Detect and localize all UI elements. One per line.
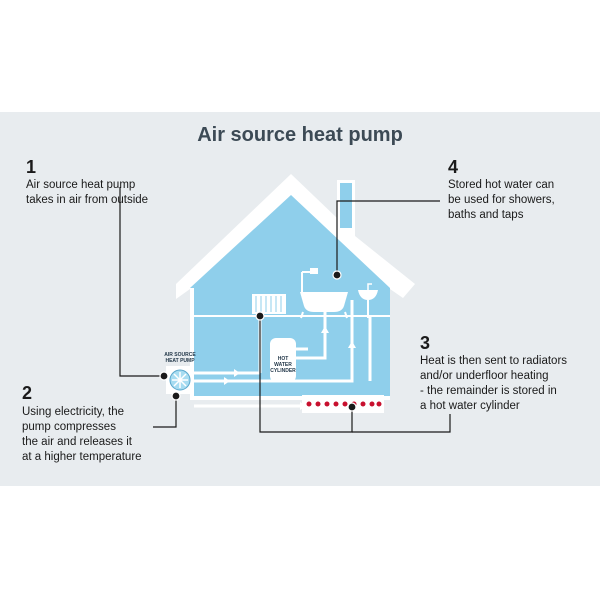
step-3-description: Heat is then sent to radiators and/or un… (420, 355, 568, 412)
chimney (340, 183, 352, 228)
heat-pump-unit (166, 366, 194, 394)
step-4-number: 4 (448, 157, 459, 177)
underfloor-heating (302, 395, 384, 413)
step-3-number: 3 (420, 333, 431, 353)
step-1-number: 1 (26, 157, 37, 177)
radiator-icon (252, 294, 286, 314)
step-1-description: Air source heat pump takes in air from o… (26, 179, 149, 206)
step-4-description: Stored hot water can be used for showers… (448, 179, 555, 221)
cylinder-label: HOT WATER CYLINDER (270, 356, 296, 374)
step-2-description: Using electricity, the pump compresses t… (22, 406, 142, 463)
step-2-number: 2 (22, 383, 33, 403)
leader-dots (159, 270, 357, 412)
hot-water-cylinder (270, 338, 296, 382)
diagram-title: Air source heat pump (197, 124, 403, 146)
house-body (190, 195, 390, 396)
heat-pump-label: AIR SOURCE HEAT PUMP (164, 352, 196, 364)
leader-lines (119, 187, 451, 433)
sink-icon (358, 283, 378, 318)
